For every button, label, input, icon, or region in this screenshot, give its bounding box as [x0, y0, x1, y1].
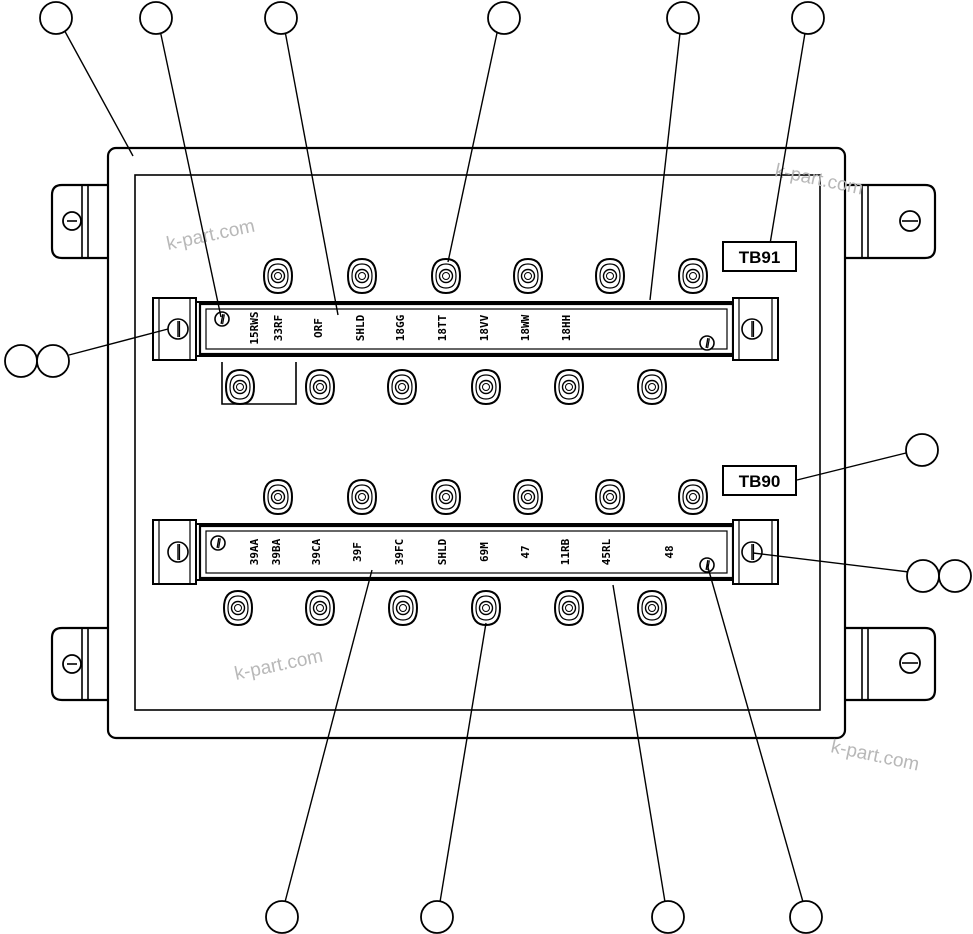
callout-5 [666, 1, 700, 35]
terminal-stud-top-3 [430, 478, 462, 516]
marker-strip [198, 302, 735, 356]
terminal-label-39ba: 39BA [270, 538, 283, 565]
marker-screw-1 [214, 311, 230, 327]
marker-screw-1 [210, 535, 226, 551]
mounting-tabs [50, 183, 937, 702]
terminal-stud-top-5 [594, 478, 626, 516]
callout-7a [4, 344, 38, 378]
terminal-label-15rws: 15RWS [248, 311, 261, 344]
terminal-stud-top-4 [512, 478, 544, 516]
terminal-stud-bottom-6 [636, 368, 668, 406]
terminal-stud-bottom-5 [553, 589, 585, 627]
enclosure-outer [106, 146, 847, 740]
terminal-stud-bottom-2 [304, 589, 336, 627]
terminal-label-shld: SHLD [436, 538, 449, 565]
terminal-label-11rb: 11RB [559, 538, 572, 565]
terminal-stud-bottom-1 [224, 368, 256, 406]
callout-7b [36, 344, 70, 378]
terminal-stud-top-1 [262, 478, 294, 516]
terminal-stud-bottom-4 [470, 589, 502, 627]
terminal-label-47: 47 [519, 545, 532, 558]
mounting-tab-bottom-right [845, 626, 937, 702]
marker-screw-2 [699, 335, 715, 351]
terminal-label-48: 48 [663, 545, 676, 558]
callout-1 [39, 1, 73, 35]
terminal-stud-top-6 [677, 478, 709, 516]
callout-8 [905, 433, 939, 467]
ground-bracket [221, 362, 297, 405]
terminal-stud-bottom-5 [553, 368, 585, 406]
terminal-stud-bottom-6 [636, 589, 668, 627]
end-clamp-right-screw [741, 318, 763, 340]
callouts [4, 1, 972, 934]
terminal-label-shld: SHLD [354, 314, 367, 341]
terminal-label-39aa: 39AA [248, 538, 261, 565]
terminal-block-tb91: 15RWS 33RF ORF SHLD 18GG 18TT 18VV 18WW 18HH [152, 257, 779, 406]
terminal-stud-bottom-1 [222, 589, 254, 627]
watermark-4: k-part.com [829, 736, 921, 775]
callout-9b [938, 559, 972, 593]
terminal-stud-bottom-2 [304, 368, 336, 406]
tag-tb90: TB90 [722, 465, 797, 496]
callout-11 [420, 900, 454, 934]
marker-strip [198, 524, 735, 580]
terminal-label-39ca: 39CA [310, 538, 323, 565]
mounting-tab-top-left [50, 183, 108, 260]
end-clamp-left-screw [167, 318, 189, 340]
callout-13 [789, 900, 823, 934]
terminal-label-18tt: 18TT [436, 314, 449, 341]
mounting-tab-bottom-left [50, 626, 108, 702]
terminal-label-18ww: 18WW [519, 314, 532, 341]
enclosure-inner [134, 174, 821, 711]
callout-3 [264, 1, 298, 35]
end-clamp-left [152, 297, 197, 361]
leader-lines [61, 25, 911, 903]
tag-tb90-text: TB90 [739, 472, 781, 491]
tag-tb91-text: TB91 [739, 248, 781, 267]
terminal-label-39f: 39F [351, 542, 364, 562]
terminal-label-69m: 69M [478, 542, 491, 562]
terminal-stud-bottom-3 [387, 589, 419, 627]
callout-9a [906, 559, 940, 593]
callout-10 [265, 900, 299, 934]
terminal-label-18vv: 18VV [478, 314, 491, 341]
terminal-label-18hh: 18HH [560, 315, 573, 342]
terminal-stud-top-6 [677, 257, 709, 295]
terminal-label-45rl: 45RL [600, 538, 613, 565]
end-clamp-left-screw [167, 541, 189, 563]
terminal-block-tb90: 39AA 39BA 39CA 39F 39FC SHLD 69M 47 11RB 45RL 48 [152, 478, 779, 627]
terminal-stud-top-4 [512, 257, 544, 295]
terminal-stud-top-3 [430, 257, 462, 295]
tag-tb91: TB91 [722, 241, 797, 272]
terminal-stud-top-2 [346, 257, 378, 295]
terminal-stud-top-2 [346, 478, 378, 516]
end-clamp-right-screw [741, 541, 763, 563]
terminal-label-orf: ORF [312, 318, 325, 338]
callout-4 [487, 1, 521, 35]
end-clamp-right [732, 297, 779, 361]
end-clamp-right [732, 519, 779, 585]
terminal-stud-bottom-3 [386, 368, 418, 406]
callout-2 [139, 1, 173, 35]
callout-6 [791, 1, 825, 35]
terminal-label-39fc: 39FC [393, 539, 406, 566]
callout-12 [651, 900, 685, 934]
terminal-stud-bottom-4 [470, 368, 502, 406]
terminal-stud-top-5 [594, 257, 626, 295]
terminal-stud-top-1 [262, 257, 294, 295]
terminal-label-33rf: 33RF [272, 315, 285, 342]
mounting-tab-top-right [845, 183, 937, 260]
end-clamp-left [152, 519, 197, 585]
terminal-label-18gg: 18GG [394, 314, 407, 341]
